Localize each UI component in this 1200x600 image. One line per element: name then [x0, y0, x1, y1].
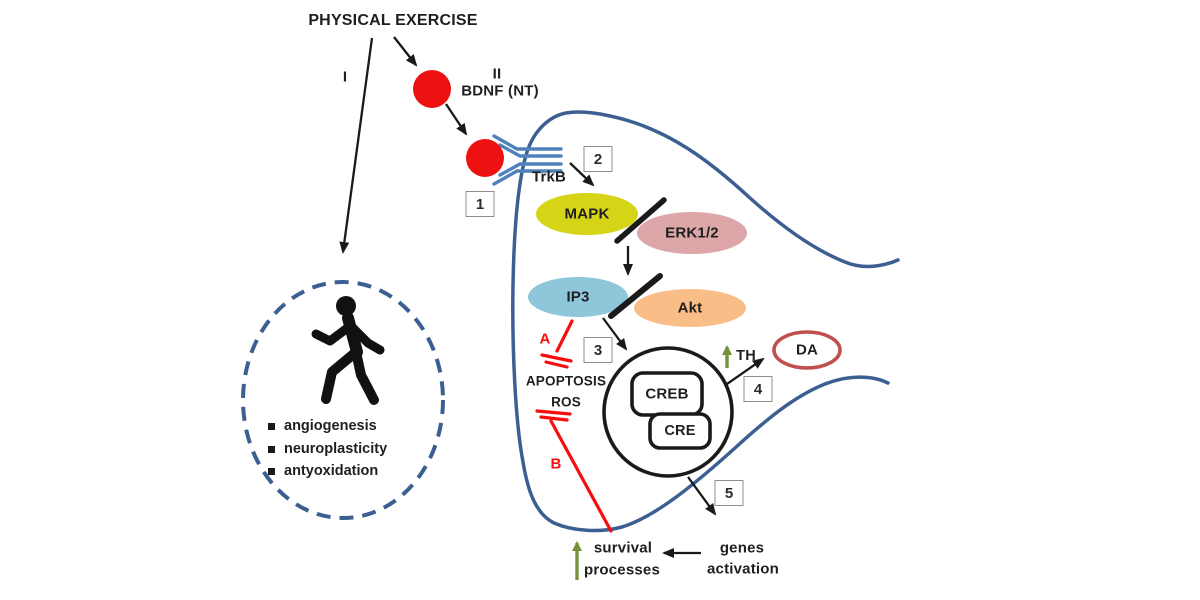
diagram-title: PHYSICAL EXERCISE — [308, 12, 478, 29]
trkb-receptor — [492, 134, 563, 186]
erk-ellipse — [637, 212, 747, 254]
ros-label: ROS — [551, 394, 581, 410]
inhibit-b-line — [549, 419, 613, 533]
bullet-square-icon — [268, 422, 275, 430]
mapk-label: MAPK — [564, 205, 610, 223]
survival-label-line2: processes — [583, 561, 661, 579]
step-box-3: 3 — [583, 337, 613, 363]
da-ellipse — [772, 330, 842, 370]
trkb-label: TrkB — [531, 168, 567, 186]
arrow-ip3-to-nucleus — [602, 317, 628, 351]
benefit-label: antyoxidation — [284, 463, 379, 479]
ip3-label: IP3 — [566, 288, 590, 306]
da-label: DA — [795, 341, 819, 359]
ip3-ellipse — [528, 277, 628, 317]
bdnf-label: BDNF (NT) — [461, 82, 539, 100]
pathway-I-label: I — [342, 68, 348, 86]
inhibit-b-label: B — [550, 455, 562, 473]
creb-label: CREB — [645, 385, 689, 403]
benefit-item: angiogenesis — [268, 418, 377, 434]
inhibit-a-label: A — [539, 330, 551, 348]
arrow-trkb-to-mapk — [569, 162, 595, 187]
bdnf-circle-bound — [466, 139, 504, 177]
inhibit-a-bar1 — [540, 353, 573, 363]
benefit-label: neuroplasticity — [284, 441, 388, 457]
bullet-square-icon — [268, 445, 275, 453]
inhibit-a-line — [555, 319, 574, 353]
inhibition-lines — [535, 319, 613, 533]
cre-label: CRE — [664, 422, 696, 439]
benefit-item: neuroplasticity — [268, 441, 387, 457]
arrow-bdnf-to-trkb — [445, 103, 468, 136]
akt-ellipse — [634, 289, 746, 327]
bar-mapk-erk — [614, 197, 667, 244]
benefit-label: angiogenesis — [284, 418, 377, 434]
step-box-4: 4 — [743, 376, 773, 402]
inhibit-ros-bar1 — [535, 409, 572, 416]
arrow-nucleus-to-genes — [687, 476, 717, 516]
cre-box — [648, 412, 712, 450]
benefits-dashed-ellipse — [241, 280, 445, 520]
pathway-II-label: II — [492, 65, 502, 83]
bullet-square-icon — [268, 467, 275, 475]
arrow-exercise-to-bdnf — [393, 36, 418, 67]
bar-ip3-akt — [608, 273, 663, 319]
neuron-membrane — [511, 110, 900, 533]
apoptosis-label: APOPTOSIS — [525, 373, 607, 389]
black-arrows — [339, 36, 765, 558]
bdnf-circle-free — [413, 70, 451, 108]
step-box-2: 2 — [583, 146, 613, 172]
genes-label-line1: genes — [719, 539, 765, 557]
step-box-1: 1 — [465, 191, 495, 217]
mapk-ellipse — [536, 193, 638, 235]
inhibit-a-bar2 — [544, 360, 569, 369]
erk-label: ERK1/2 — [665, 224, 719, 242]
arrow-nucleus-to-da — [726, 357, 765, 385]
akt-label: Akt — [677, 299, 703, 317]
th-label: TH — [736, 347, 756, 364]
step-box-5: 5 — [714, 480, 744, 506]
inhibit-ros-bar2 — [539, 415, 569, 422]
benefit-item: antyoxidation — [268, 463, 378, 479]
walking-person-icon — [311, 296, 385, 405]
survival-label-line1: survival — [593, 539, 653, 557]
genes-label-line2: activation — [706, 560, 780, 578]
arrow-pathway-I — [339, 37, 374, 254]
